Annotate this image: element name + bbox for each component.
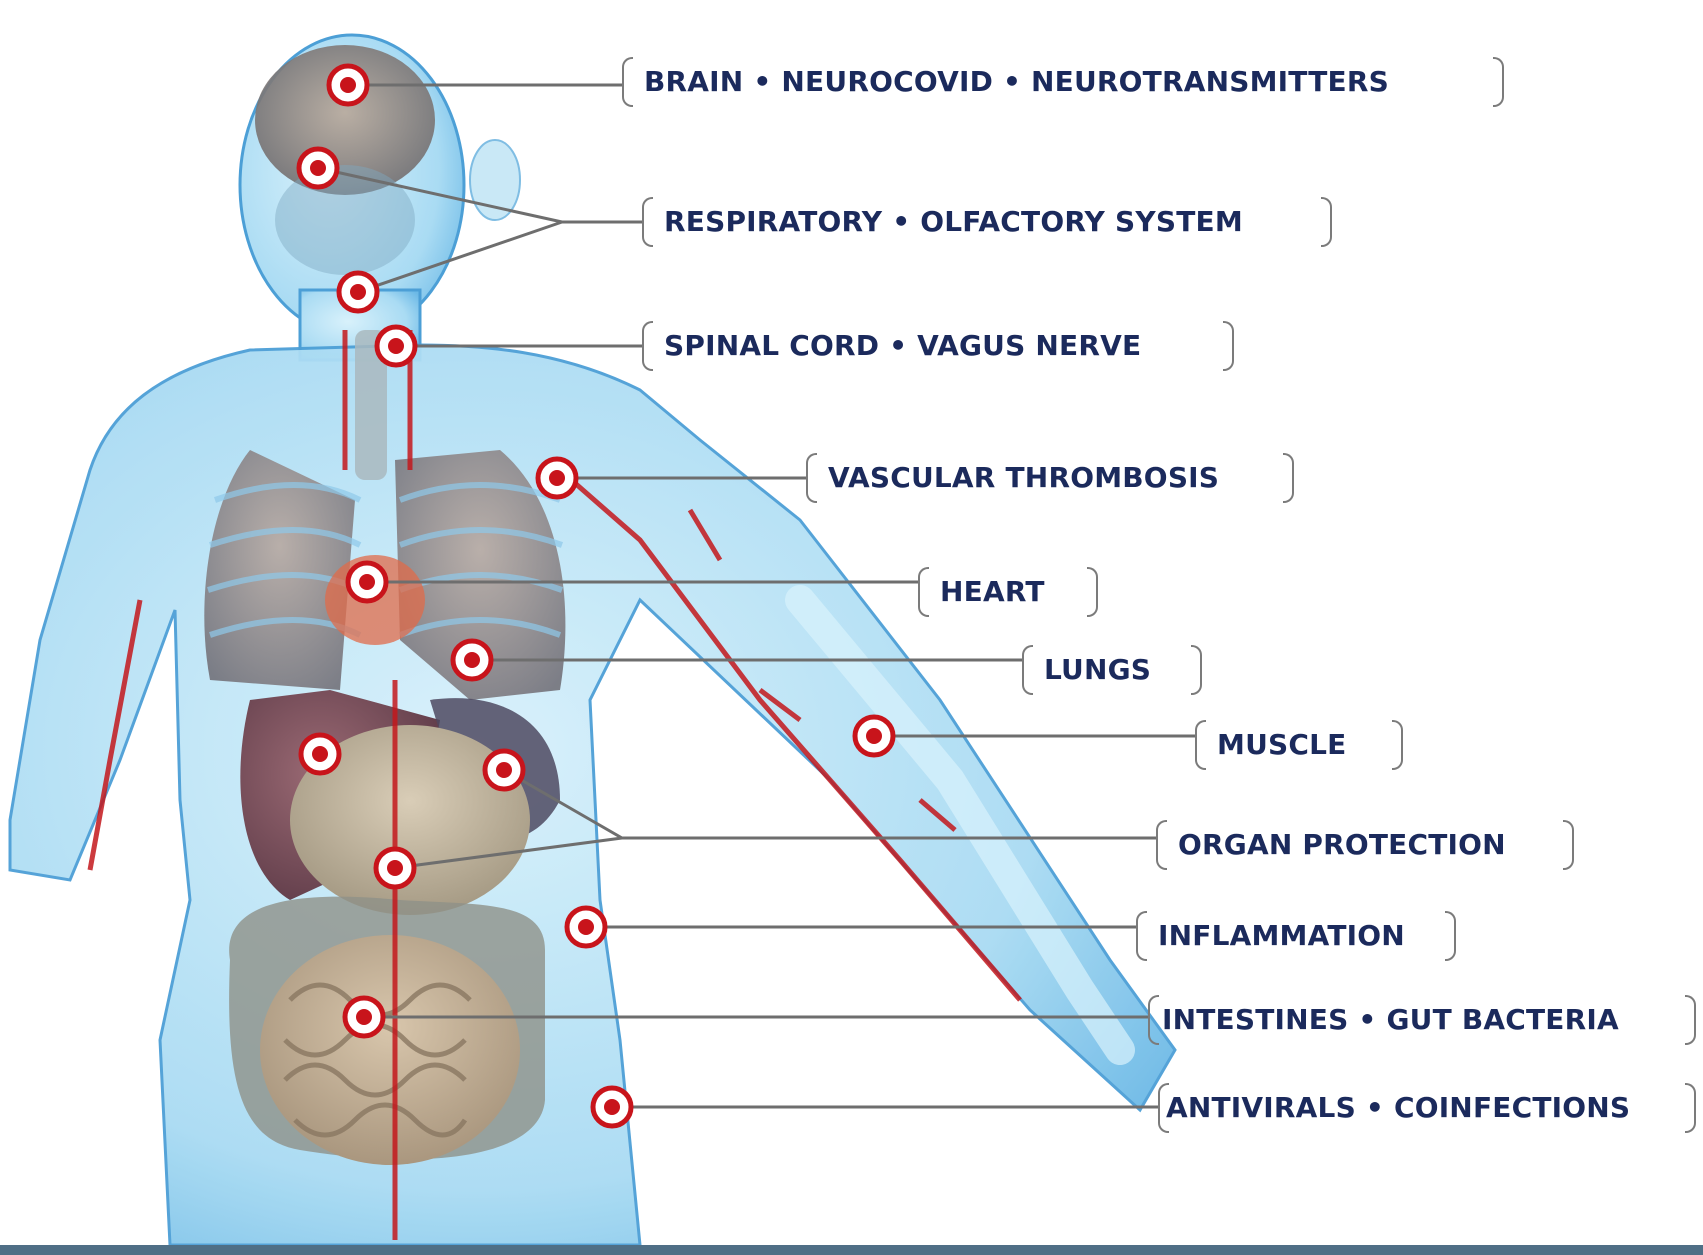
- label-inflammation-text: INFLAMMATION: [1158, 911, 1405, 961]
- marker-spine: [377, 327, 415, 365]
- marker-antivirals: [593, 1088, 631, 1126]
- label-heart-text: HEART: [940, 567, 1045, 617]
- label-lungs: LUNGS: [1022, 645, 1202, 695]
- label-intestines: INTESTINES • GUT BACTERIA: [1148, 995, 1696, 1045]
- label-lungs-text: LUNGS: [1044, 645, 1151, 695]
- label-antivirals-text: ANTIVIRALS • COINFECTIONS: [1166, 1083, 1630, 1133]
- label-respiratory: RESPIRATORY • OLFACTORY SYSTEM: [642, 197, 1332, 247]
- label-spinal: SPINAL CORD • VAGUS NERVE: [642, 321, 1234, 371]
- marker-heart: [348, 563, 386, 601]
- label-antivirals: ANTIVIRALS • COINFECTIONS: [1158, 1083, 1696, 1133]
- label-spinal-text: SPINAL CORD • VAGUS NERVE: [664, 321, 1141, 371]
- marker-olfactory: [299, 149, 337, 187]
- marker-stomach: [376, 849, 414, 887]
- label-vascular-text: VASCULAR THROMBOSIS: [828, 453, 1219, 503]
- marker-liver: [301, 735, 339, 773]
- marker-intestines: [345, 998, 383, 1036]
- marker-throat: [339, 273, 377, 311]
- label-vascular: VASCULAR THROMBOSIS: [806, 453, 1294, 503]
- label-brain: BRAIN • NEUROCOVID • NEUROTRANSMITTERS: [622, 57, 1504, 107]
- label-heart: HEART: [918, 567, 1098, 617]
- label-inflammation: INFLAMMATION: [1136, 911, 1456, 961]
- marker-brain: [329, 66, 367, 104]
- label-organ-text: ORGAN PROTECTION: [1178, 820, 1506, 870]
- marker-inflammation: [567, 908, 605, 946]
- marker-vascular: [538, 459, 576, 497]
- marker-muscle: [855, 717, 893, 755]
- bottom-bar: [0, 1245, 1703, 1255]
- label-organ: ORGAN PROTECTION: [1156, 820, 1574, 870]
- label-intestines-text: INTESTINES • GUT BACTERIA: [1162, 995, 1619, 1045]
- label-muscle: MUSCLE: [1195, 720, 1403, 770]
- label-respiratory-text: RESPIRATORY • OLFACTORY SYSTEM: [664, 197, 1243, 247]
- label-brain-text: BRAIN • NEUROCOVID • NEUROTRANSMITTERS: [644, 57, 1389, 107]
- marker-spleen: [485, 751, 523, 789]
- label-muscle-text: MUSCLE: [1217, 720, 1346, 770]
- marker-lungs: [453, 641, 491, 679]
